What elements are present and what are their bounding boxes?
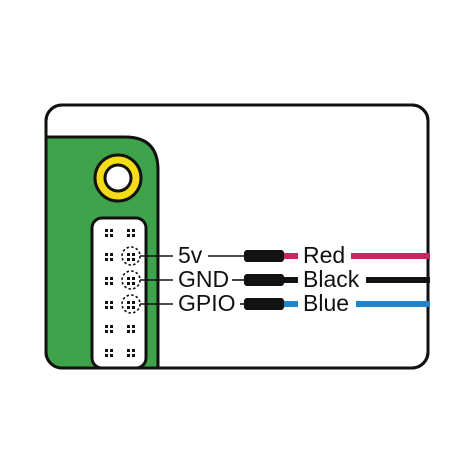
wire — [351, 253, 430, 259]
header-pin — [105, 277, 113, 285]
header-pin — [105, 349, 113, 357]
header-pin — [127, 229, 135, 237]
wire-stub — [284, 277, 298, 283]
jumper-plug — [244, 250, 284, 262]
wire — [356, 301, 430, 307]
header-pin — [105, 229, 113, 237]
header-pin — [127, 349, 135, 357]
jumper-plug — [244, 274, 284, 286]
header-pin — [105, 253, 113, 261]
wire-label-blue: Blue — [303, 290, 349, 316]
wire — [366, 277, 430, 283]
header-pin — [105, 301, 113, 309]
pin-label-5v: 5v — [178, 242, 203, 268]
wire-label-black: Black — [303, 266, 360, 292]
gpio-header-icon — [90, 216, 148, 370]
wire-label-red: Red — [303, 242, 345, 268]
header-pin — [127, 253, 135, 261]
pin-label-gnd: GND — [178, 266, 229, 292]
header-pin — [127, 325, 135, 333]
mounting-hole-icon — [93, 153, 143, 203]
pin-label-gpio: GPIO — [178, 290, 236, 316]
jumper-plug — [244, 298, 284, 310]
header-pin — [127, 277, 135, 285]
wire-stub — [284, 253, 298, 259]
header-pin — [127, 301, 135, 309]
wires — [140, 250, 430, 310]
wire-stub — [284, 301, 298, 307]
header-pin — [105, 325, 113, 333]
